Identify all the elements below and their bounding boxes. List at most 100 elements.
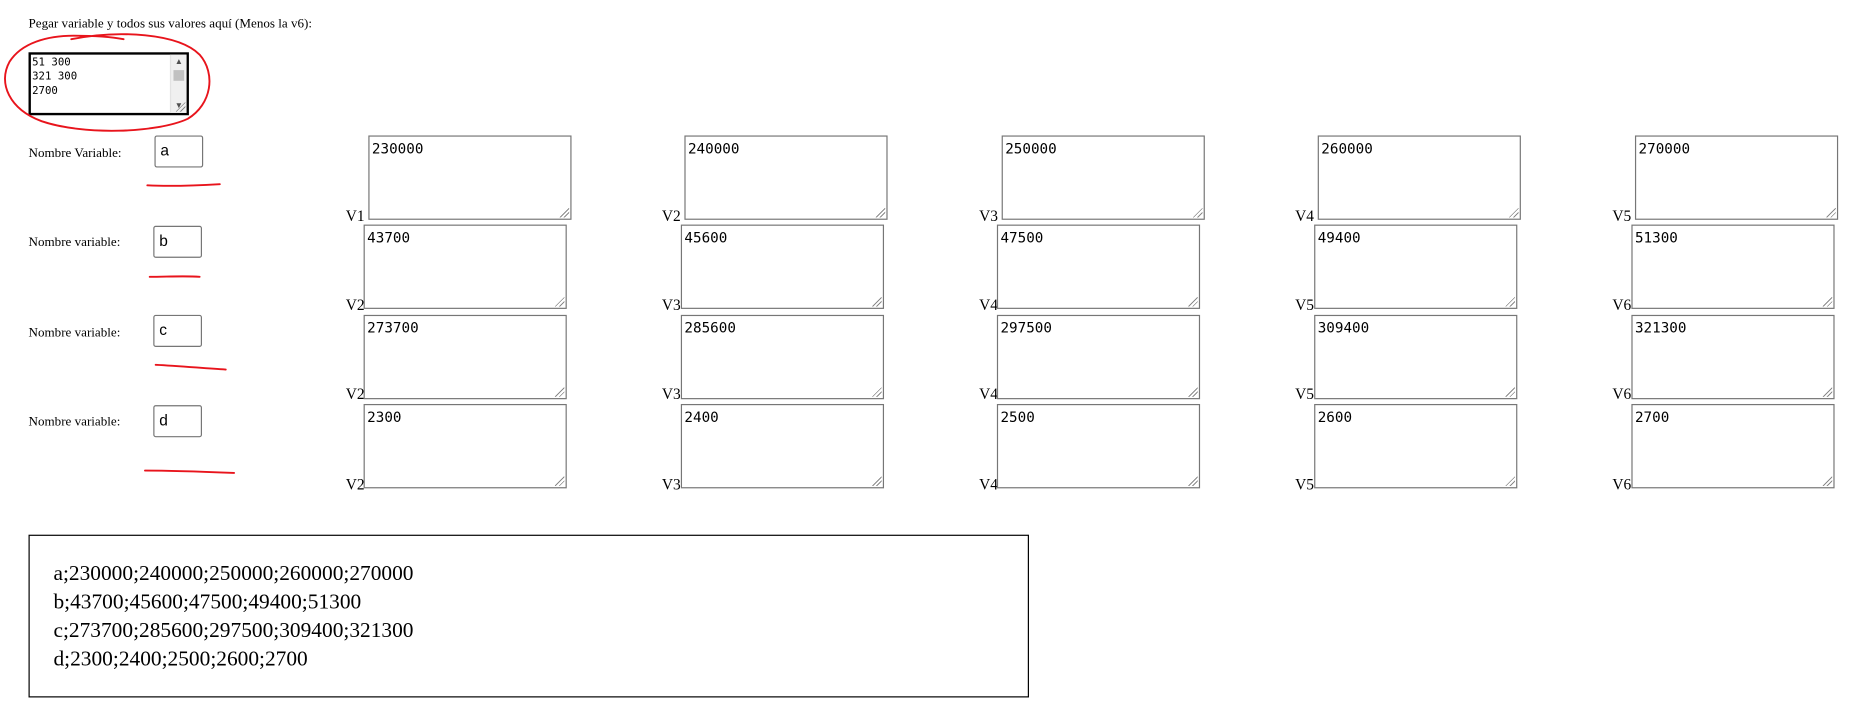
value-label: V5 xyxy=(1295,295,1315,314)
value-text: 47500 xyxy=(1000,229,1044,246)
value-textarea[interactable]: 45600 xyxy=(680,224,885,309)
paste-textarea[interactable]: 51 300 321 300 2700 ▲ ▼ xyxy=(28,52,189,116)
value-textarea[interactable]: 285600 xyxy=(680,314,885,400)
resize-grip-icon[interactable] xyxy=(1188,387,1198,397)
resize-grip-icon[interactable] xyxy=(554,387,565,397)
output-line: b;43700;45600;47500;49400;51300 xyxy=(53,589,362,614)
value-text: 43700 xyxy=(367,229,411,246)
variable-name-input-c[interactable]: c xyxy=(153,314,202,347)
resize-grip-icon[interactable] xyxy=(1822,387,1833,397)
value-textarea[interactable]: 273700 xyxy=(363,314,567,400)
resize-grip-icon[interactable] xyxy=(872,297,882,307)
resize-grip-icon[interactable] xyxy=(872,387,882,397)
resize-grip-icon[interactable] xyxy=(554,476,565,486)
value-textarea[interactable]: 43700 xyxy=(363,224,567,309)
value-label: V3 xyxy=(661,295,681,314)
value-textarea[interactable]: 270000 xyxy=(1634,135,1839,220)
paste-line: 321 300 xyxy=(32,71,78,84)
annotation-underline xyxy=(144,469,236,474)
value-textarea[interactable]: 240000 xyxy=(684,135,888,220)
value-text: 250000 xyxy=(1005,140,1057,157)
output-line: a;230000;240000;250000;260000;270000 xyxy=(53,560,414,585)
variable-name-label: Nombre Variable: xyxy=(28,146,122,161)
variable-name-input-b[interactable]: b xyxy=(153,225,202,258)
value-label: V3 xyxy=(661,384,681,403)
value-text: 297500 xyxy=(1000,319,1052,337)
resize-grip-icon[interactable] xyxy=(1822,297,1833,307)
value-label: V3 xyxy=(979,206,998,225)
value-label: V4 xyxy=(979,295,998,314)
value-text: 2600 xyxy=(1317,408,1353,426)
value-textarea[interactable]: 321300 xyxy=(1631,314,1835,400)
value-label: V6 xyxy=(1612,295,1632,314)
value-textarea[interactable]: 2300 xyxy=(363,403,567,489)
value-label: V4 xyxy=(979,475,998,494)
variable-name-label: Nombre variable: xyxy=(28,235,121,250)
scroll-up-arrow-icon[interactable]: ▲ xyxy=(174,57,183,67)
variable-name-input-d[interactable]: d xyxy=(153,405,202,438)
resize-grip-icon[interactable] xyxy=(1826,207,1836,218)
value-text: 260000 xyxy=(1321,140,1373,157)
value-text: 230000 xyxy=(371,140,424,157)
variable-name-input-a[interactable]: a xyxy=(154,135,204,168)
resize-grip-icon[interactable] xyxy=(1505,297,1515,307)
value-textarea[interactable]: 2400 xyxy=(680,403,885,489)
resize-grip-icon[interactable] xyxy=(872,476,882,486)
variable-name-label: Nombre variable: xyxy=(28,414,121,429)
value-text: 270000 xyxy=(1638,140,1691,157)
instructions-label: Pegar variable y todos sus valores aquí … xyxy=(28,16,313,31)
resize-grip-icon[interactable] xyxy=(554,297,565,307)
output-panel: a;230000;240000;250000;260000;270000 b;4… xyxy=(28,534,1029,698)
value-text: 273700 xyxy=(367,319,419,337)
value-text: 2700 xyxy=(1634,408,1670,426)
value-textarea[interactable]: 49400 xyxy=(1314,224,1518,309)
value-label: V6 xyxy=(1612,384,1632,403)
annotation-underline xyxy=(148,275,201,278)
value-text: 240000 xyxy=(687,140,740,157)
value-text: 45600 xyxy=(684,229,728,246)
value-label: V2 xyxy=(661,206,681,225)
resize-grip-icon[interactable] xyxy=(1192,207,1203,218)
value-label: V1 xyxy=(345,206,365,225)
variable-name-label: Nombre variable: xyxy=(28,325,121,340)
value-label: V2 xyxy=(345,384,365,403)
value-text: 321300 xyxy=(1634,319,1687,337)
resize-grip-icon[interactable] xyxy=(1822,476,1833,486)
value-text: 285600 xyxy=(684,319,736,337)
resize-grip-icon[interactable] xyxy=(1188,297,1198,307)
value-textarea[interactable]: 51300 xyxy=(1631,224,1835,309)
annotation-underline xyxy=(154,363,227,371)
value-textarea[interactable]: 2700 xyxy=(1631,403,1835,489)
value-text: 2300 xyxy=(367,408,402,426)
value-textarea[interactable]: 2600 xyxy=(1314,403,1518,489)
resize-grip-icon[interactable] xyxy=(175,102,186,112)
value-text: 51300 xyxy=(1634,229,1678,246)
value-text: 2500 xyxy=(1000,408,1035,426)
value-textarea[interactable]: 2500 xyxy=(996,403,1201,489)
resize-grip-icon[interactable] xyxy=(1509,207,1519,218)
resize-grip-icon[interactable] xyxy=(1188,476,1198,486)
value-textarea[interactable]: 250000 xyxy=(1001,135,1205,220)
resize-grip-icon[interactable] xyxy=(1505,476,1515,486)
value-label: V6 xyxy=(1612,475,1632,494)
value-textarea[interactable]: 230000 xyxy=(368,135,572,220)
value-textarea[interactable]: 309400 xyxy=(1314,314,1518,400)
resize-grip-icon[interactable] xyxy=(875,207,886,218)
paste-line: 2700 xyxy=(32,85,58,98)
scroll-thumb[interactable] xyxy=(173,70,185,81)
value-label: V5 xyxy=(1612,206,1632,225)
resize-grip-icon[interactable] xyxy=(559,207,570,218)
value-label: V4 xyxy=(1295,206,1315,225)
value-textarea[interactable]: 260000 xyxy=(1317,135,1521,220)
paste-textarea-content: 51 300 321 300 2700 xyxy=(32,56,170,112)
value-label: V2 xyxy=(345,475,365,494)
value-text: 2400 xyxy=(684,408,719,426)
value-text: 49400 xyxy=(1317,229,1361,246)
value-label: V3 xyxy=(661,475,681,494)
resize-grip-icon[interactable] xyxy=(1505,387,1515,397)
value-textarea[interactable]: 47500 xyxy=(996,224,1201,309)
output-line: c;273700;285600;297500;309400;321300 xyxy=(53,617,414,642)
value-textarea[interactable]: 297500 xyxy=(996,314,1201,400)
value-label: V5 xyxy=(1295,475,1315,494)
paste-line: 51 300 xyxy=(32,57,71,69)
